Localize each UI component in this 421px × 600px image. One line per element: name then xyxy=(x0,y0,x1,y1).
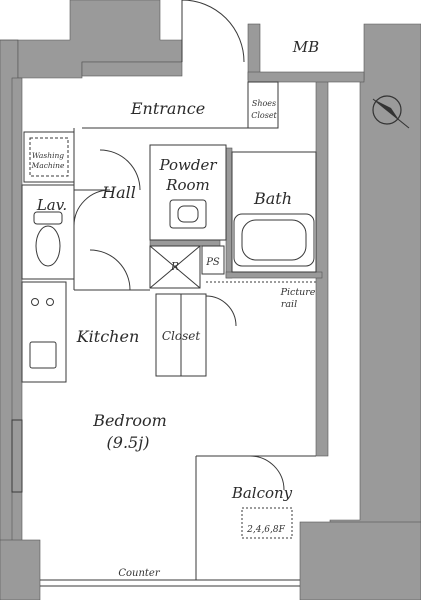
lav-label: Lav. xyxy=(36,196,67,214)
closet-label: Closet xyxy=(162,329,201,343)
kitchen-counter xyxy=(21,281,67,383)
mb-label: MB xyxy=(292,38,319,56)
hall-label: Hall xyxy=(101,183,136,202)
shaft-r xyxy=(149,245,201,289)
wall-mb-left xyxy=(247,23,261,81)
balcony-ac-unit xyxy=(241,507,293,539)
washbasin-outer xyxy=(169,199,207,229)
washbasin-inner xyxy=(177,205,199,223)
ps-label: PS xyxy=(205,257,220,268)
compass-axis xyxy=(372,98,410,129)
shaft-r-label: R xyxy=(170,260,179,273)
balcony-door xyxy=(249,455,285,491)
shoes-closet-box xyxy=(247,81,279,129)
kitchen-label: Kitchen xyxy=(76,327,140,346)
wall-bath-left xyxy=(225,147,233,279)
lav-door xyxy=(73,189,111,227)
bathtub-outer xyxy=(233,213,315,267)
hall-door xyxy=(99,149,141,191)
shoes-closet-label-2: Closet xyxy=(251,111,277,120)
bath-label: Bath xyxy=(253,189,292,208)
kitchen-door xyxy=(89,249,131,291)
counter-label: Counter xyxy=(118,568,160,579)
wall-bottom-left xyxy=(0,539,41,600)
balcony-label: Balcony xyxy=(231,484,293,502)
shoes-closet-label-1: Shoes xyxy=(252,99,276,108)
bath-box xyxy=(231,151,317,273)
entrance-label: Entrance xyxy=(130,99,205,118)
washing-machine-label-2: Machine xyxy=(31,161,65,170)
bedroom-size-label: (9.5j) xyxy=(107,433,150,452)
wall-bath-bottom xyxy=(225,271,323,279)
powder-room-label-1: Powder xyxy=(158,156,217,174)
wall-bottom-right xyxy=(299,521,421,600)
interior-lines xyxy=(11,81,317,587)
toilet-tank xyxy=(33,211,63,225)
bedroom-door xyxy=(205,295,237,327)
powder-room-box xyxy=(149,144,227,241)
washing-machine-label-1: Washing xyxy=(32,151,64,160)
bathtub-inner xyxy=(241,219,307,261)
picture-rail-label-2: rail xyxy=(281,299,297,310)
wall-shaft-top xyxy=(149,239,221,247)
wall-top-entrance xyxy=(81,61,183,77)
wall-mb-bottom xyxy=(247,71,365,83)
bedroom-label: Bedroom xyxy=(92,411,167,430)
wall-left xyxy=(11,77,23,600)
stove-burner-2 xyxy=(46,298,54,306)
compass-ring xyxy=(372,95,402,125)
doors xyxy=(73,0,285,491)
toilet-bowl xyxy=(35,225,61,267)
washing-machine-drum xyxy=(29,137,69,177)
kitchen-sink xyxy=(29,341,57,369)
balcony-floors-label: 2,4,6,8F xyxy=(246,525,285,535)
wall-right-inner xyxy=(315,79,329,457)
entrance-door xyxy=(181,0,245,63)
compass-icon xyxy=(372,95,410,129)
stove-burner-1 xyxy=(31,298,39,306)
window-left xyxy=(11,419,23,493)
picture-rail-label-1: Picture xyxy=(280,287,316,298)
shaft-r-diag-2 xyxy=(149,245,201,289)
powder-room-label-2: Room xyxy=(165,176,210,194)
fixtures xyxy=(29,137,315,369)
wall-right-column xyxy=(329,23,421,600)
shaft-ps xyxy=(201,245,225,275)
